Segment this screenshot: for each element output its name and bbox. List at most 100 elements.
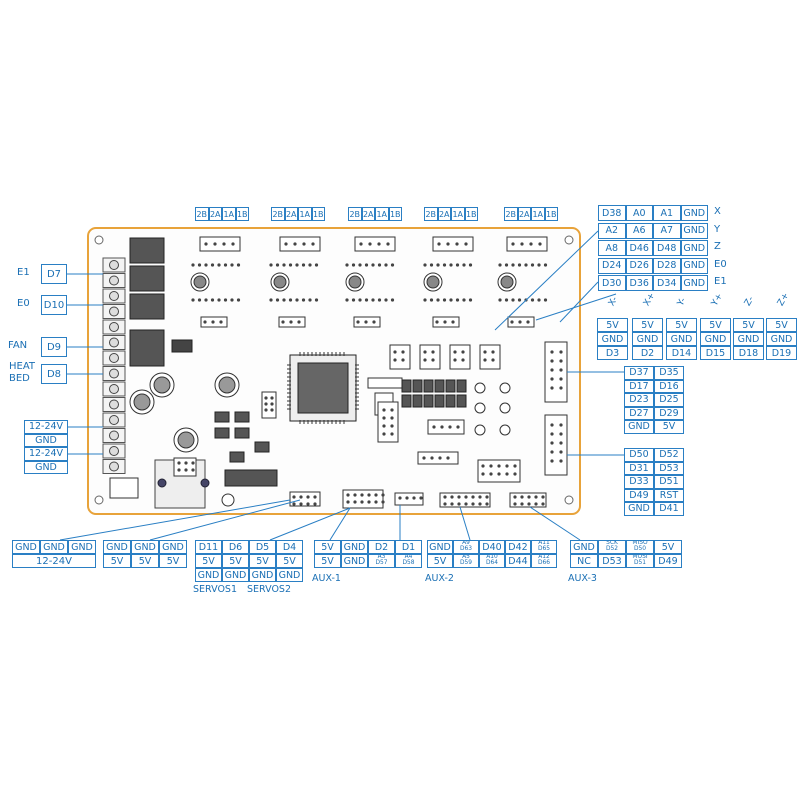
header-pin	[550, 459, 554, 463]
driver-pin	[204, 263, 208, 267]
header-pin	[464, 502, 468, 506]
header-pin	[382, 408, 386, 412]
screw-head	[109, 415, 119, 425]
servo-cell: D6	[222, 540, 249, 554]
header-pin	[485, 502, 489, 506]
screw-head	[109, 353, 119, 363]
stepper-header-3-pin: 2B	[348, 207, 362, 221]
driver-pin	[269, 263, 273, 267]
driver-pin	[390, 298, 395, 302]
mounting-hole	[94, 495, 104, 505]
header-pin	[264, 408, 268, 412]
stepper-pin-cell: GND	[680, 222, 708, 239]
output-label-e1: E1	[17, 267, 30, 278]
endstop-cell: GND	[632, 332, 663, 346]
resistor-array	[456, 394, 467, 408]
resistor-array	[423, 394, 434, 408]
endstop-cell: GND	[766, 332, 797, 346]
exp1-cell: D27	[624, 406, 654, 420]
driver-pin	[191, 263, 195, 267]
stepper-header-2-pin: 2A	[284, 207, 298, 221]
header-pin	[435, 320, 439, 324]
header-pin	[559, 450, 563, 454]
driver-pin	[275, 263, 280, 267]
driver-pin	[230, 263, 234, 267]
driver-pin	[498, 298, 502, 302]
exp2-cell: RST	[654, 488, 684, 502]
header-pin	[382, 432, 386, 436]
header-pin	[559, 350, 563, 354]
crystal	[367, 377, 403, 389]
exp1-cell: D25	[654, 393, 684, 407]
header-pin	[213, 242, 217, 246]
resistor-array	[401, 394, 412, 408]
header-pin	[382, 416, 386, 420]
capacitor-top	[348, 275, 362, 289]
resistor-array	[412, 394, 423, 408]
header-pin	[377, 242, 381, 246]
driver-pin	[282, 298, 286, 302]
power-in-cell: 12-24V	[24, 420, 68, 434]
header-pin	[513, 464, 517, 468]
capacitor-top	[218, 376, 236, 394]
capacitor-top	[177, 431, 195, 449]
driver-pin	[204, 298, 208, 302]
header-pin	[550, 359, 554, 363]
servo-cell: 5V	[195, 554, 222, 568]
leader-line	[559, 281, 599, 323]
stepper-axis-Z: Z	[714, 241, 721, 252]
exp2-cell: D33	[624, 475, 654, 489]
header-pin	[177, 461, 181, 465]
resistor-array	[401, 379, 412, 393]
driver-pin	[436, 263, 440, 267]
output-label-bed: BED	[9, 373, 30, 384]
header-pin	[451, 320, 455, 324]
driver-pin	[442, 298, 447, 302]
mosfet	[129, 265, 165, 292]
header-pin	[527, 502, 531, 506]
servo-power-cell: 5V	[159, 554, 187, 568]
screw-head	[109, 430, 119, 441]
stepper-pin-cell: D26	[625, 257, 653, 274]
servo-power-cell: GND	[103, 540, 131, 554]
connector	[449, 344, 471, 370]
header-pin	[513, 502, 517, 506]
header-pin	[191, 468, 195, 472]
aux1-cell: 5V	[314, 540, 341, 554]
endstop-cell: 5V	[700, 318, 731, 332]
header-pin	[386, 242, 390, 246]
header-pin	[302, 242, 306, 246]
driver-pin	[455, 298, 460, 302]
aux1-cell: GND	[341, 540, 368, 554]
exp1-cell: D16	[654, 379, 684, 393]
header-pin	[443, 495, 447, 499]
driver-pin	[288, 298, 293, 302]
driver-pin	[358, 263, 362, 267]
driver-pin	[530, 263, 535, 267]
header-pin	[559, 359, 563, 363]
leader-line	[529, 506, 581, 541]
servo-header	[289, 491, 321, 507]
exp1-cell: D23	[624, 393, 654, 407]
header-pin	[513, 472, 517, 476]
header-pin	[423, 350, 427, 354]
stepper-pin-cell: D36	[625, 275, 653, 291]
stepper-axis-X: X	[714, 206, 721, 217]
header-pin	[222, 242, 226, 246]
header-pin	[491, 358, 495, 362]
aux1-cell: D2	[368, 540, 395, 554]
screw-head	[109, 399, 119, 410]
aux3-label: AUX-3	[568, 573, 597, 584]
mosfet	[129, 329, 165, 367]
header	[417, 451, 459, 465]
header-pin	[401, 358, 405, 362]
header-pin	[443, 320, 447, 324]
driver-pin	[423, 298, 427, 302]
driver-pin	[288, 263, 293, 267]
header-pin	[471, 495, 475, 499]
endstop-cell: 5V	[666, 318, 697, 332]
stepper-pin-cell: A8	[598, 240, 626, 256]
driver-pin	[429, 263, 434, 267]
